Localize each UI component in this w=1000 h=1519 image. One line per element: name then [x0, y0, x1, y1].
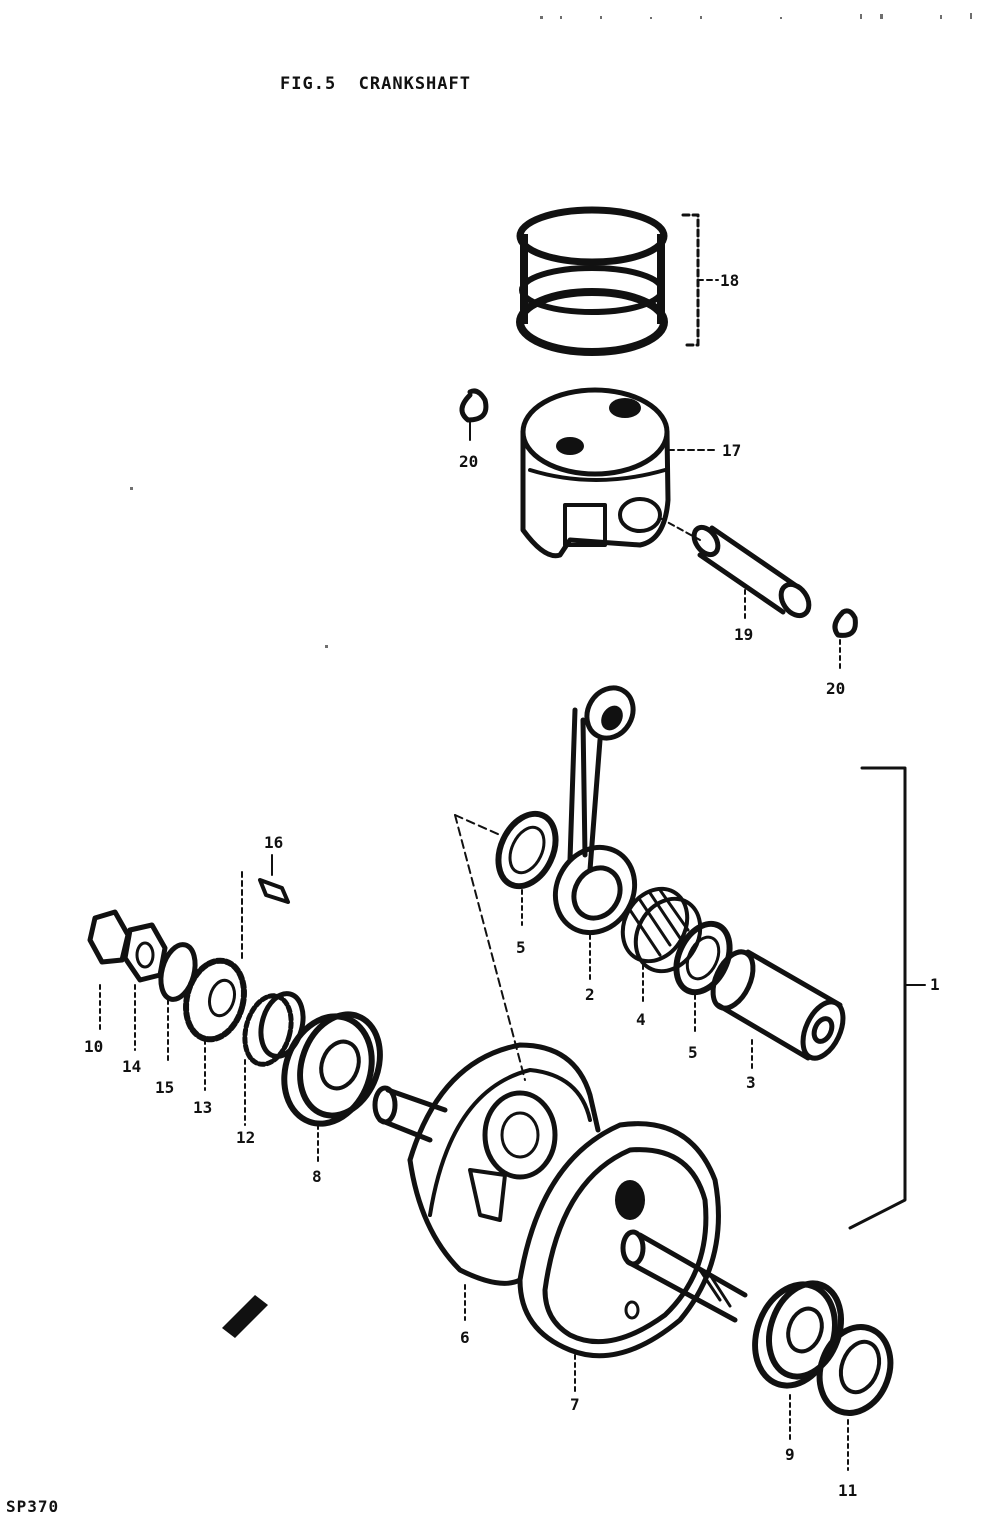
callout-5-lower: 5: [688, 1043, 698, 1062]
callout-16: 16: [264, 833, 283, 852]
piston-pin: [659, 517, 812, 621]
callout-1: 1: [930, 975, 940, 994]
callout-5-upper: 5: [516, 938, 526, 957]
figure-title: FIG.5 CRANKSHAFT: [280, 74, 471, 94]
callout-8: 8: [312, 1167, 322, 1186]
callout-15: 15: [155, 1078, 174, 1097]
callout-labels: 1 2 3 4 5 5 6 7 8 9 10 11 12 13 14 15 16…: [84, 271, 940, 1500]
callout-19: 19: [734, 625, 753, 644]
scan-noise: [130, 13, 972, 648]
callout-18: 18: [720, 271, 739, 290]
left-main-bearing: [281, 1011, 383, 1166]
callout-2: 2: [585, 985, 595, 1004]
sprocket: [183, 957, 247, 1091]
right-main-bearing: [752, 1280, 844, 1441]
callout-9: 9: [785, 1445, 795, 1464]
assembly-bracket: [454, 766, 926, 1230]
callout-6: 6: [460, 1328, 470, 1347]
crank-pin: [710, 949, 846, 1071]
callout-10: 10: [84, 1037, 103, 1056]
callout-17: 17: [722, 441, 741, 460]
needle-bearing: [620, 886, 703, 1006]
piston-rings: [516, 206, 719, 356]
right-shaft: [620, 1229, 748, 1323]
primary-drive-gear: [242, 991, 306, 1126]
left-crank-web: [407, 1042, 601, 1321]
callout-4: 4: [636, 1010, 646, 1029]
connecting-rod: [552, 685, 638, 981]
circlips: [459, 388, 858, 671]
front-arrow-icon: [222, 1295, 268, 1338]
callout-20-left: 20: [459, 452, 478, 471]
callout-7: 7: [570, 1395, 580, 1414]
left-shaft: [372, 1085, 448, 1143]
thrust-washers: [495, 810, 733, 1036]
figure-code: SP370: [6, 1497, 60, 1516]
callout-12: 12: [236, 1128, 255, 1147]
callout-20-right: 20: [826, 679, 845, 698]
callout-14: 14: [122, 1057, 141, 1076]
callout-11: 11: [838, 1481, 857, 1500]
nut: [122, 922, 168, 1051]
end-nut: [87, 909, 131, 1031]
callout-13: 13: [193, 1098, 212, 1117]
right-crank-web: [517, 1121, 721, 1396]
callout-3: 3: [746, 1073, 756, 1092]
oil-seal: [816, 1324, 894, 1471]
piston: [520, 387, 719, 559]
woodruff-key: [241, 854, 290, 961]
